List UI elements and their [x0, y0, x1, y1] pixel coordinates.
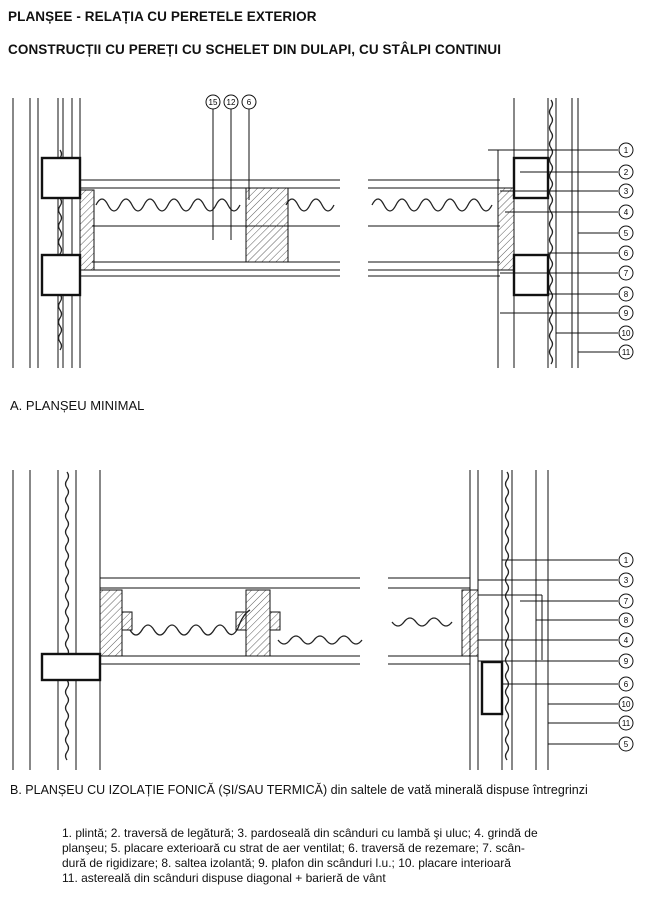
callout-number: 5: [624, 740, 629, 749]
page-subtitle: CONSTRUCȚII CU PEREȚI CU SCHELET DIN DUL…: [8, 42, 502, 57]
callout-number: 11: [622, 719, 631, 728]
callout-3: 3: [618, 572, 634, 588]
callout-9: 9: [618, 653, 634, 669]
callout-4: 4: [618, 204, 634, 220]
callout-number: 6: [247, 98, 252, 107]
diagram-a-side-callouts: 1 2 3 4 5 6 7 8 9 10 11: [500, 142, 634, 360]
diagram-b: 1 3 7 8 4 9 6 10 11 5: [12, 470, 634, 770]
callout-9: 9: [618, 305, 634, 321]
callout-15: 15: [205, 94, 221, 110]
legend-line: 1. plintă; 2. traversă de legătură; 3. p…: [62, 826, 538, 840]
diagram-a-left-wall: [12, 98, 95, 368]
callout-number: 10: [622, 329, 631, 338]
callout-7: 7: [618, 593, 634, 609]
callout-1: 1: [618, 552, 634, 568]
callout-number: 5: [624, 229, 629, 238]
callout-number: 6: [624, 680, 629, 689]
callout-number: 12: [227, 98, 236, 107]
callout-number: 1: [624, 146, 629, 155]
callout-6: 6: [241, 94, 257, 110]
callout-10: 10: [618, 696, 634, 712]
callout-11: 11: [618, 715, 634, 731]
legend-line: dură de rigidizare; 8. saltea izolantă; …: [62, 856, 511, 870]
callout-7: 7: [618, 265, 634, 281]
callout-number: 3: [624, 187, 629, 196]
callout-number: 4: [624, 636, 629, 645]
callout-number: 10: [622, 700, 631, 709]
callout-10: 10: [618, 325, 634, 341]
callout-number: 3: [624, 576, 629, 585]
callout-number: 7: [624, 269, 629, 278]
callout-number: 15: [209, 98, 218, 107]
callout-3: 3: [618, 183, 634, 199]
callout-4: 4: [618, 632, 634, 648]
diagram-a-floor-right: [368, 179, 515, 277]
diagram-a-floor-left: [80, 179, 340, 277]
legend-line: planşeu; 5. placare exterioară cu strat …: [62, 841, 525, 855]
diagram-b-floor-left: [100, 577, 363, 665]
diagram-b-right-wall: [469, 470, 549, 770]
callout-11: 11: [618, 344, 634, 360]
diagram-b-floor-right: [388, 577, 479, 665]
callout-number: 7: [624, 597, 629, 606]
diagram-a: 15 12 6: [12, 94, 634, 368]
callout-1: 1: [618, 142, 634, 158]
callout-number: 6: [624, 249, 629, 258]
callout-number: 9: [624, 657, 629, 666]
page-title: PLANȘEE - RELAȚIA CU PERETELE EXTERIOR: [8, 9, 317, 24]
legend: 1. plintă; 2. traversă de legătură; 3. p…: [62, 826, 642, 886]
callout-8: 8: [618, 612, 634, 628]
callout-6: 6: [618, 245, 634, 261]
diagram-a-top-callouts: 15 12 6: [205, 94, 257, 240]
diagram-a-caption: A. PLANȘEU MINIMAL: [10, 398, 145, 413]
callout-number: 8: [624, 616, 629, 625]
callout-2: 2: [618, 164, 634, 180]
callout-5: 5: [618, 736, 634, 752]
callout-5: 5: [618, 225, 634, 241]
callout-6: 6: [618, 676, 634, 692]
callout-12: 12: [223, 94, 239, 110]
legend-line: 11. astereală din scânduri dispuse diago…: [62, 871, 386, 885]
callout-number: 2: [624, 168, 629, 177]
diagram-b-caption: B. PLANȘEU CU IZOLAȚIE FONICĂ (ȘI/SAU TE…: [10, 783, 588, 797]
callout-8: 8: [618, 286, 634, 302]
diagram-b-side-callouts: 1 3 7 8 4 9 6 10 11 5: [478, 552, 634, 752]
callout-number: 8: [624, 290, 629, 299]
callout-number: 1: [624, 556, 629, 565]
callout-number: 4: [624, 208, 629, 217]
callout-number: 11: [622, 348, 631, 357]
callout-number: 9: [624, 309, 629, 318]
diagram-b-left-wall: [12, 470, 123, 770]
